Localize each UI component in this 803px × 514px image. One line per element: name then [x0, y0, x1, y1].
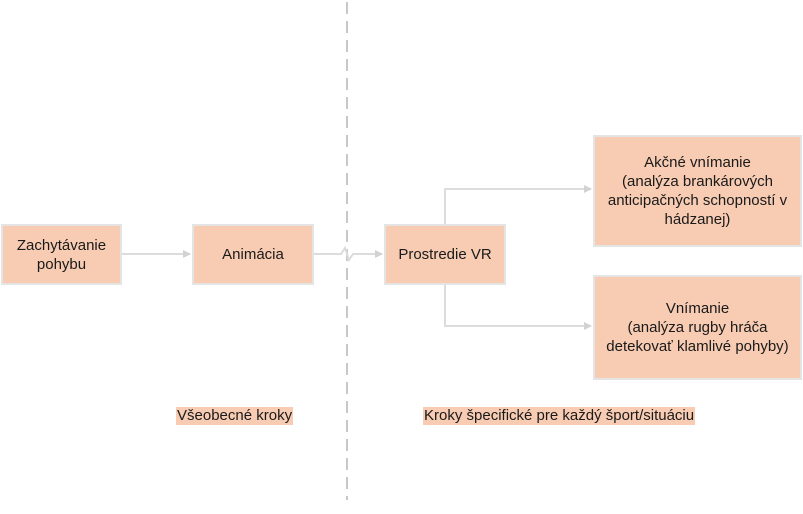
action-perception-title: Akčné vnímanie	[644, 154, 751, 171]
arrow-vr-to-perception	[444, 285, 592, 330]
animation-label: Animácia	[222, 246, 284, 263]
motion-capture-box: Zachytávanie pohybu	[1, 224, 122, 285]
arrow-vr-to-action-perception	[444, 185, 592, 224]
action-perception-detail: (analýza brankárových anticipačných scho…	[607, 173, 788, 228]
action-perception-box: Akčné vnímanie (analýza brankárových ant…	[593, 135, 802, 247]
vr-environment-label: Prostredie VR	[398, 246, 492, 263]
perception-box: Vnímanie (analýza rugby hráča detekovať …	[593, 275, 802, 380]
vr-environment-box: Prostredie VR	[384, 224, 506, 285]
perception-detail: (analýza rugby hráča detekovať klamlivé …	[606, 319, 789, 355]
specific-steps-label: Kroky špecifické pre každý šport/situáci…	[423, 407, 696, 425]
perception-title: Vnímanie	[665, 300, 730, 317]
arrow-animation-to-vr	[314, 245, 383, 263]
motion-capture-label: Zachytávanie pohybu	[16, 236, 107, 273]
general-steps-label: Všeobecné kroky	[176, 407, 294, 425]
animation-box: Animácia	[192, 224, 314, 285]
